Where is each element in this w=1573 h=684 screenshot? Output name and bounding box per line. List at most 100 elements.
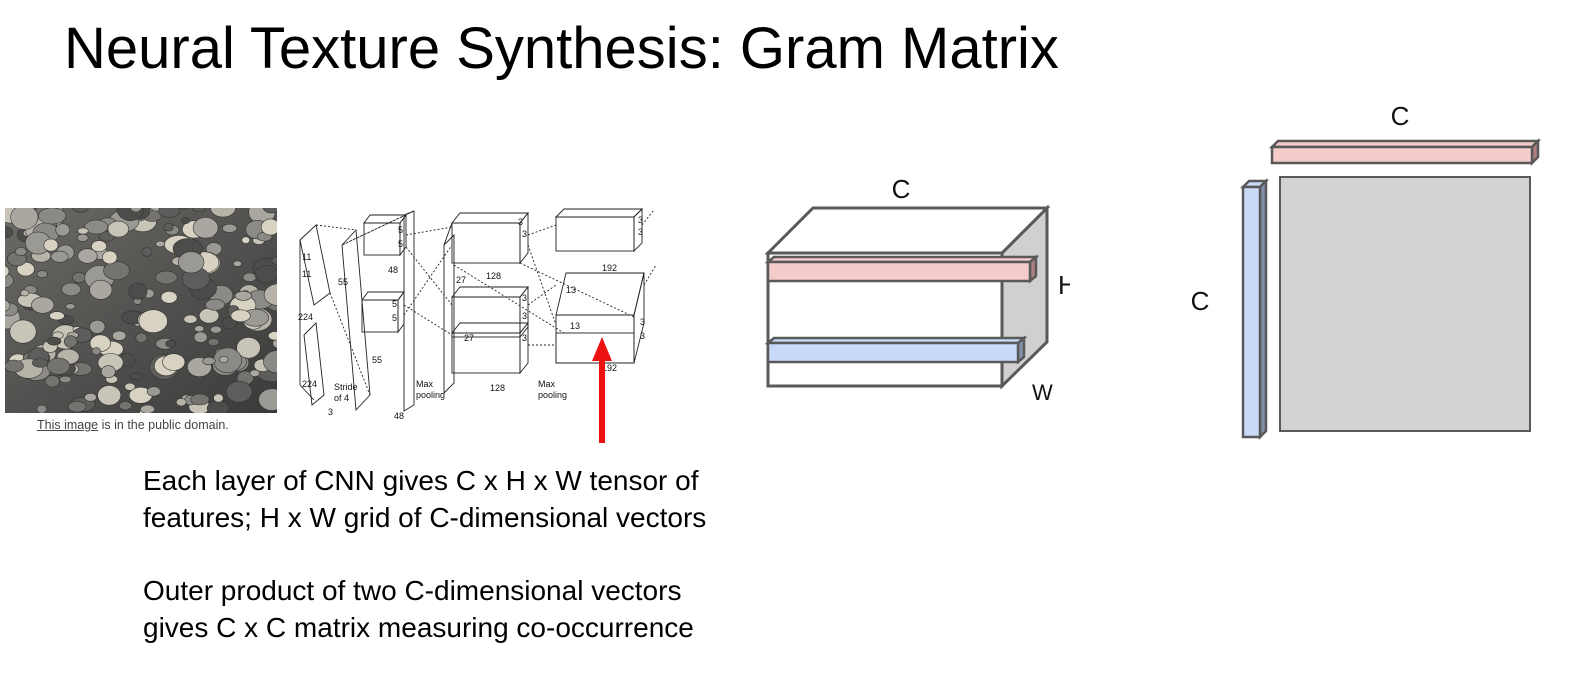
cnn-dimension-label: 3 [328,407,333,417]
pebble [234,290,252,301]
cnn-dimension-label: 5 [398,225,403,235]
pebble [46,336,62,346]
pebble [242,272,257,282]
pebble [158,208,181,218]
pebble [219,355,229,364]
pebble [193,331,208,343]
tensor-label-h: H [1058,270,1070,300]
cnn-dimension-label: 3 [522,229,527,239]
cnn-dimension-label: 192 [602,363,617,373]
cnn-dimension-label: 27 [464,333,474,343]
blue-vector-bar [764,335,1028,365]
para1-line2: features; H x W grid of C-dimensional ve… [143,502,707,533]
photo-caption: This image is in the public domain. [37,418,229,432]
pebble [77,248,98,264]
pebble [10,208,39,230]
gram-matrix-square [1279,176,1531,432]
pebble [160,291,178,304]
pebble [263,350,277,374]
pebble [84,219,109,235]
pebble [20,289,30,297]
cnn-dimension-label: 13 [566,285,576,295]
cnn-dimension-label: 11 [302,252,311,262]
cnn-dimension-label: 3 [640,317,645,327]
pebble [165,339,177,348]
cnn-dimension-label: 55 [338,277,348,287]
pebble [59,375,72,383]
pebble [5,273,14,289]
pebble [241,236,251,244]
cnn-dimension-label: 224 [302,379,317,389]
pebble [230,309,251,323]
pebble [31,358,49,368]
pebble [38,208,67,225]
pebble [207,338,220,346]
pebble [31,296,55,314]
pebble [162,353,186,371]
pebble [49,311,65,321]
pebble [141,247,153,257]
pebble [124,382,136,391]
cnn-dimension-label: 11 [302,269,311,279]
pebble [103,261,130,281]
cnn-dimension-label: 128 [486,271,501,281]
pebble [260,218,277,236]
pebble [271,256,277,265]
pebble [190,393,210,406]
input-volume [299,224,331,306]
pebble [225,380,253,403]
cnn-dimension-label: 27 [456,275,466,285]
cube-top-face [764,206,1051,255]
pebble [43,238,59,252]
pebble [5,265,10,278]
cnn-dimension-label: 5 [392,299,397,309]
pebble [254,265,277,284]
pebble [205,298,226,311]
pebble [138,309,168,333]
cnn-dimension-label: 48 [394,411,404,421]
para2-line2: gives C x C matrix measuring co-occurren… [143,612,694,643]
pebble [129,372,143,381]
cnn-dimension-label: 3 [522,311,527,321]
pebble [14,247,27,256]
cnn-dimension-label: 3 [640,331,645,341]
para2-line1: Outer product of two C-dimensional vecto… [143,575,682,606]
cnn-dimension-label: 3 [638,227,643,237]
pebble [175,398,187,407]
cnn-dimension-label: 3 [522,293,527,303]
pebble [262,208,277,214]
pebble [213,393,224,403]
pebble [71,208,90,213]
cnn-dimension-label: 5 [398,239,403,249]
paragraph-tensor: Each layer of CNN gives C x H x W tensor… [143,462,706,536]
gram-left-vector [1239,177,1270,441]
tensor-label-c: C [892,174,911,204]
pebble [89,279,113,300]
pebble [232,260,242,267]
pebble [76,233,89,242]
pebble [36,270,48,278]
cnn-dimension-label: 3 [638,215,643,225]
pebble [91,347,101,356]
pebble [91,240,107,253]
pebble [210,325,222,334]
cnn-dimension-label: 3 [518,217,523,227]
caption-text: is in the public domain. [98,418,229,432]
pebble [119,401,132,411]
pebble [107,220,130,238]
pebble [97,385,122,406]
pebble [180,208,189,210]
red-vector-bar [764,254,1040,284]
pebble [61,282,82,297]
pebble [36,404,47,413]
pebble [63,335,78,348]
slide-title: Neural Texture Synthesis: Gram Matrix [64,16,1059,81]
pebble [101,250,118,265]
pebble [84,393,97,402]
public-domain-link[interactable]: This image [37,418,99,432]
pebble [194,325,205,333]
pebble [221,316,237,330]
